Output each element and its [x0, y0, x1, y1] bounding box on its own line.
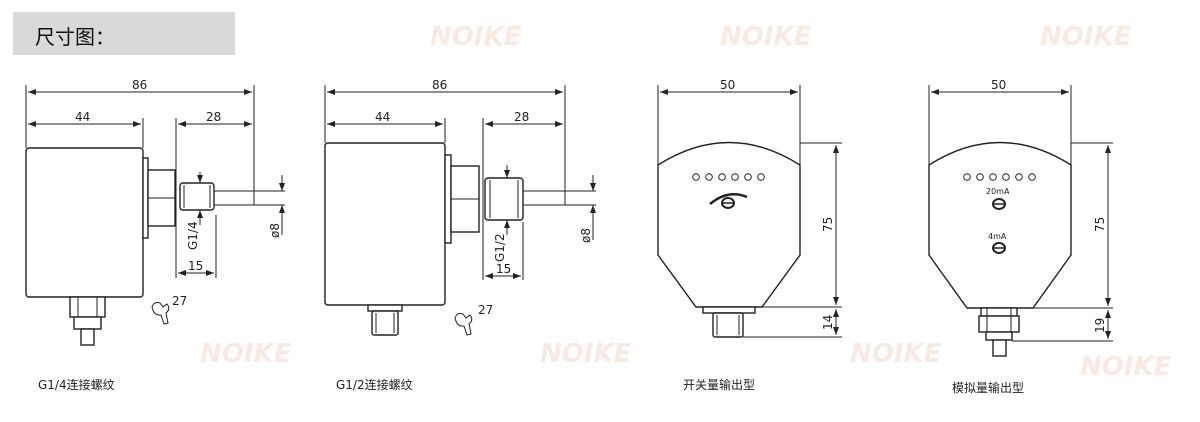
- dim-bottom: 14: [821, 315, 835, 330]
- drawing-line: [989, 173, 997, 181]
- drawing-line: [1002, 173, 1010, 181]
- watermark: NOIKE: [720, 22, 812, 52]
- watermark: NOIKE: [1080, 352, 1172, 382]
- drawing-line: [1028, 173, 1036, 181]
- drawing-switch-output-front: 50 75 14 开关量输出型: [657, 78, 842, 392]
- drawing-line: [371, 310, 399, 336]
- watermark: NOIKE: [850, 339, 942, 369]
- drawing-line: [367, 304, 403, 312]
- dim-total: 86: [432, 78, 447, 92]
- drawing-analog-output-front: 50 20mA 4mA 75 19 模拟量输出型: [928, 78, 1113, 395]
- drawing-line: [73, 316, 102, 330]
- caption-analog-output: 模拟量输出型: [952, 380, 1024, 395]
- drawing-line: [142, 157, 149, 239]
- wrench-icon: [454, 313, 473, 336]
- section-header: 尺寸图：: [13, 12, 235, 55]
- drawing-line: [718, 173, 726, 181]
- watermark: NOIKE: [200, 339, 292, 369]
- dim-bottom: 19: [1093, 318, 1107, 333]
- wrench-icon: [151, 302, 170, 325]
- span-screw-icon: [992, 198, 1006, 210]
- drawing-line: [744, 173, 752, 181]
- dim-total: 86: [132, 78, 147, 92]
- thread-label: G1/4: [186, 221, 200, 250]
- drawing-line: [692, 173, 700, 181]
- caption-g14: G1/4连接螺纹: [38, 377, 115, 392]
- zero-screw-icon: [992, 242, 1006, 254]
- watermark: NOIKE: [540, 339, 632, 369]
- drawing-line: [324, 142, 446, 306]
- dim-thread-length: 15: [496, 262, 511, 276]
- drawing-line: [705, 173, 713, 181]
- dim-body: 44: [75, 110, 90, 124]
- drawing-line: [1015, 173, 1023, 181]
- dim-fitting: 28: [514, 110, 529, 124]
- adjust-arrow-icon: [709, 192, 748, 205]
- dim-fitting: 28: [206, 110, 221, 124]
- dim-thread-length: 15: [188, 259, 203, 273]
- drawing-line: [484, 177, 524, 221]
- drawing-line: [179, 182, 215, 211]
- label-20ma: 20mA: [986, 187, 1010, 196]
- dim-width: 50: [991, 78, 1006, 92]
- caption-switch-output: 开关量输出型: [683, 377, 755, 392]
- thread-label: G1/2: [493, 233, 507, 262]
- drawing-line: [978, 315, 1020, 333]
- adjust-screw-icon: [721, 197, 735, 209]
- drawing-line: [976, 173, 984, 181]
- dim-width: 50: [720, 78, 735, 92]
- drawing-line: [731, 173, 739, 181]
- drawing-line: [25, 147, 144, 298]
- wrench-size: 27: [478, 303, 493, 317]
- dim-height: 75: [821, 217, 835, 232]
- dim-pipe-dia: ø8: [579, 228, 593, 243]
- wrench-size: 27: [172, 294, 187, 308]
- drawing-line: [757, 173, 765, 181]
- dim-body: 44: [375, 110, 390, 124]
- watermarks: NOIKE NOIKE NOIKE NOIKE NOIKE NOIKE NOIK…: [200, 22, 1172, 382]
- drawing-line: [963, 173, 971, 181]
- drawing-g14-side-view: 86 44 28 ø8 G1/4 15 27 G1/4连接螺纹: [25, 78, 285, 392]
- label-4ma: 4mA: [988, 232, 1007, 241]
- drawing-line: [712, 312, 744, 338]
- watermark: NOIKE: [430, 22, 522, 52]
- dim-pipe-dia: ø8: [268, 223, 282, 238]
- caption-g12: G1/2连接螺纹: [336, 377, 413, 392]
- drawing-line: [657, 141, 801, 308]
- drawing-line: [985, 331, 1013, 341]
- drawing-line: [702, 306, 756, 314]
- drawing-line: [444, 154, 452, 244]
- dim-height: 75: [1093, 217, 1107, 232]
- drawing-g12-side-view: 86 44 28 ø8 G1/2 15 27 G1/2连接螺纹: [324, 78, 596, 392]
- watermark: NOIKE: [1040, 22, 1132, 52]
- drawing-line: [69, 296, 106, 318]
- drawing-line: [928, 141, 1072, 309]
- section-title: 尺寸图：: [35, 25, 115, 49]
- drawing-line: [992, 339, 1007, 357]
- led-indicators: [963, 173, 1036, 181]
- drawing-line: [80, 328, 95, 346]
- led-indicators: [692, 173, 765, 181]
- drawing-line: [980, 307, 1018, 317]
